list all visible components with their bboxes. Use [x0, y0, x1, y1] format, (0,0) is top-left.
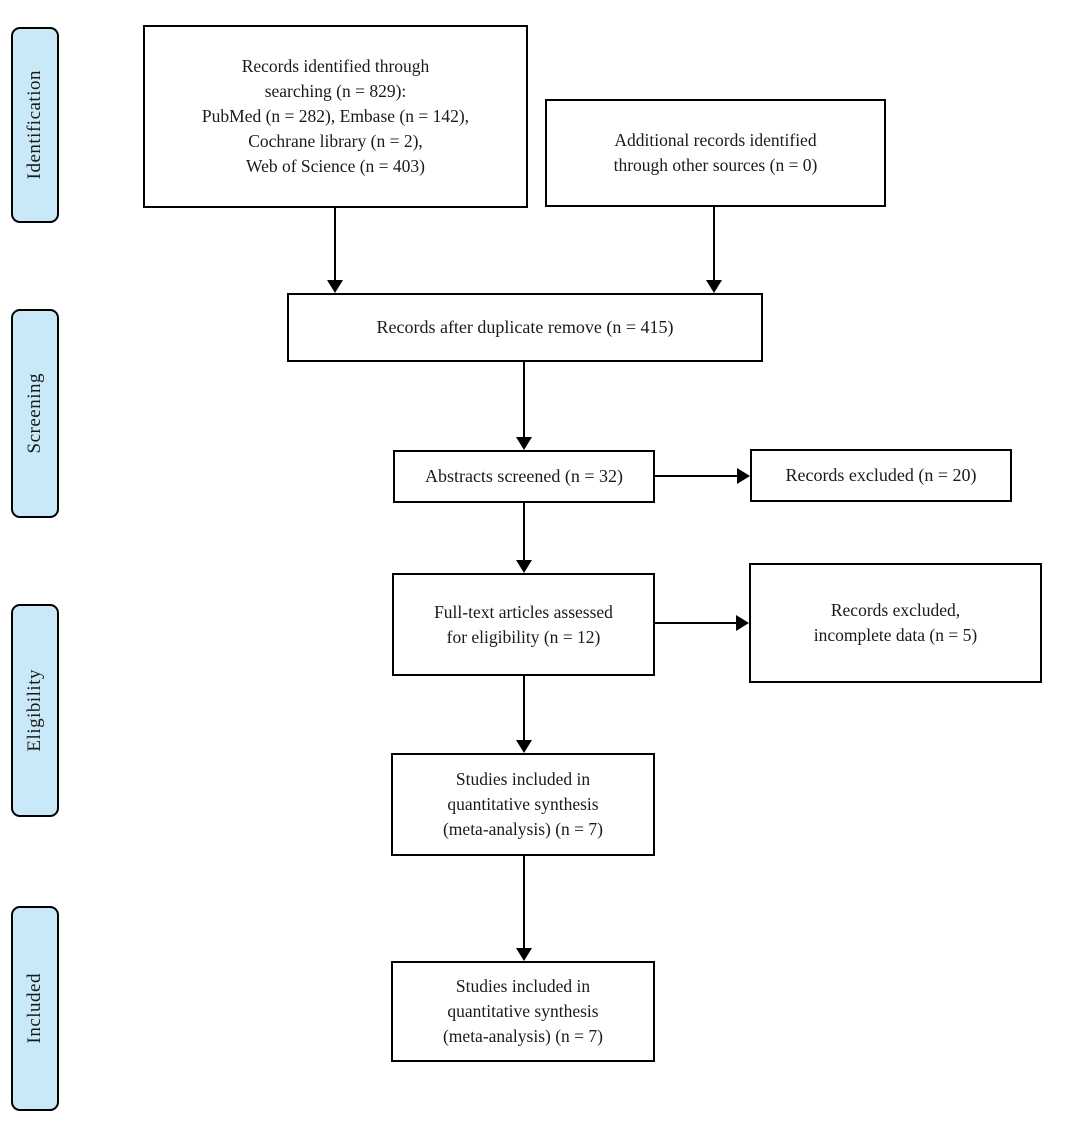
- box-additional-records: Additional records identified through ot…: [545, 99, 886, 207]
- arrow-additional-to-duplicates: [706, 206, 722, 293]
- arrow-fulltext-to-excluded-incomplete: [655, 615, 749, 631]
- box-records-after-duplicates-text: Records after duplicate remove (n = 415): [376, 316, 674, 337]
- box-fulltext-assessed: Full-text articles assessed for eligibil…: [392, 573, 655, 676]
- box-records-excluded: Records excluded (n = 20): [750, 449, 1012, 502]
- arrow-identified-to-duplicates: [327, 207, 343, 293]
- box-quantitative-synthesis-first-text: Studies included in quantitative synthes…: [442, 769, 604, 839]
- arrow-synthesis-to-synthesis: [516, 856, 532, 961]
- box-additional-records-text: Additional records identified through ot…: [613, 130, 818, 175]
- stage-included-label: Included: [24, 973, 45, 1044]
- stage-eligibility-label: Eligibility: [24, 669, 45, 752]
- stage-included: Included: [11, 906, 59, 1111]
- stage-screening: Screening: [11, 309, 59, 518]
- stage-screening-label: Screening: [24, 373, 45, 454]
- arrow-screened-to-excluded: [655, 468, 750, 484]
- arrow-duplicates-to-screened: [516, 362, 532, 450]
- box-records-identified: Records identified through searching (n …: [143, 25, 528, 208]
- box-records-identified-text: Records identified through searching (n …: [201, 56, 470, 176]
- box-quantitative-synthesis-second-text: Studies included in quantitative synthes…: [442, 976, 604, 1046]
- box-fulltext-assessed-text: Full-text articles assessed for eligibil…: [434, 601, 613, 647]
- box-excluded-incomplete-data: Records excluded, incomplete data (n = 5…: [749, 563, 1042, 683]
- box-records-after-duplicates: Records after duplicate remove (n = 415): [287, 293, 763, 362]
- box-records-excluded-text: Records excluded (n = 20): [785, 464, 977, 485]
- box-quantitative-synthesis-second: Studies included in quantitative synthes…: [391, 961, 655, 1062]
- box-abstracts-screened: Abstracts screened (n = 32): [393, 450, 655, 503]
- stage-identification-label: Identification: [24, 70, 45, 180]
- box-quantitative-synthesis-first: Studies included in quantitative synthes…: [391, 753, 655, 856]
- box-abstracts-screened-text: Abstracts screened (n = 32): [424, 465, 624, 486]
- stage-eligibility: Eligibility: [11, 604, 59, 817]
- arrow-screened-to-fulltext: [516, 503, 532, 573]
- arrow-fulltext-to-synthesis: [516, 676, 532, 753]
- stage-identification: Identification: [11, 27, 59, 223]
- box-excluded-incomplete-data-text: Records excluded, incomplete data (n = 5…: [813, 600, 978, 645]
